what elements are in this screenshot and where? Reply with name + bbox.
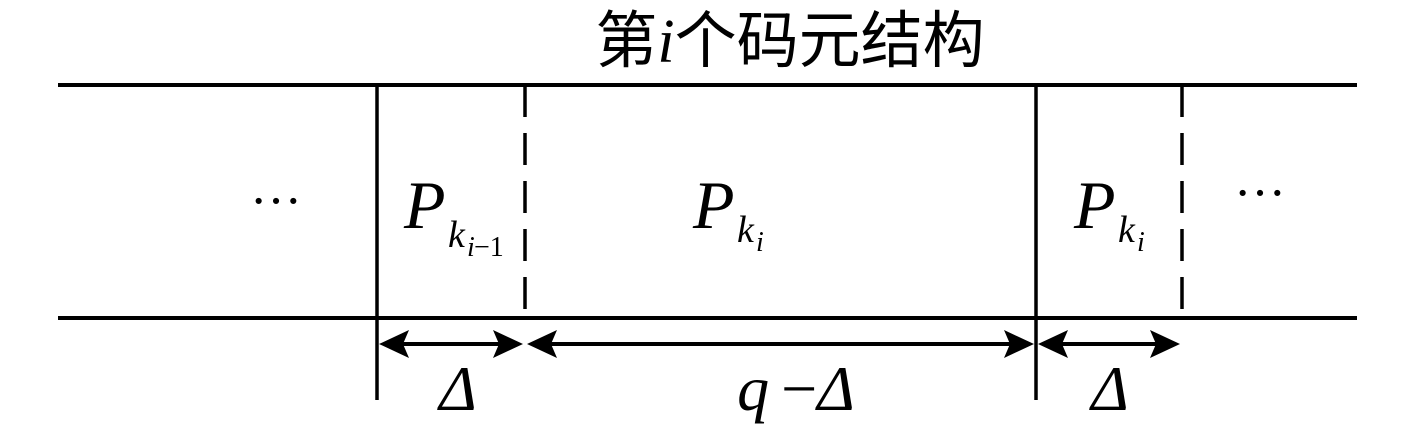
- guard-pilot-subsub-var: i: [1137, 227, 1145, 258]
- diagram-title: 第i个码元结构: [595, 4, 984, 77]
- arrowhead-left: [527, 330, 557, 358]
- main-length-label: q−Δ: [737, 353, 855, 424]
- title-index-variable: i: [657, 8, 674, 76]
- arrowhead-right: [1004, 330, 1034, 358]
- guard-length-left-label: Δ: [436, 353, 477, 424]
- title-suffix: 个码元结构: [675, 4, 985, 77]
- prev-pilot-subsub-var: i: [467, 232, 475, 263]
- main-length-minus: −: [781, 353, 817, 424]
- arrowhead-left: [1038, 330, 1068, 358]
- guard-pilot-symbol: P: [1073, 167, 1116, 243]
- arrowhead-right: [1150, 330, 1180, 358]
- main-length-q: q: [737, 353, 769, 424]
- dimension-guard-left: [379, 330, 523, 358]
- title-prefix: 第: [595, 4, 657, 77]
- main-pilot-label: P k i: [692, 167, 764, 258]
- ellipsis-right: ···: [1234, 165, 1286, 222]
- guard-pilot-label: P k i: [1073, 167, 1145, 258]
- dimension-guard-right: [1038, 330, 1180, 358]
- prev-pilot-label: P k i −1: [403, 167, 504, 263]
- prev-pilot-sub: k: [448, 214, 466, 256]
- main-pilot-sub: k: [737, 209, 755, 251]
- main-pilot-subsub-var: i: [756, 227, 764, 258]
- main-length-delta: Δ: [814, 353, 855, 424]
- guard-length-right-label: Δ: [1088, 353, 1129, 424]
- main-pilot-symbol: P: [692, 167, 735, 243]
- dimension-main: [527, 330, 1034, 358]
- prev-pilot-symbol: P: [403, 167, 446, 243]
- prev-pilot-subsub-rest: −1: [474, 232, 504, 263]
- arrowhead-left: [379, 330, 409, 358]
- ellipsis-left: ···: [250, 173, 302, 230]
- arrowhead-right: [493, 330, 523, 358]
- guard-pilot-sub: k: [1118, 209, 1136, 251]
